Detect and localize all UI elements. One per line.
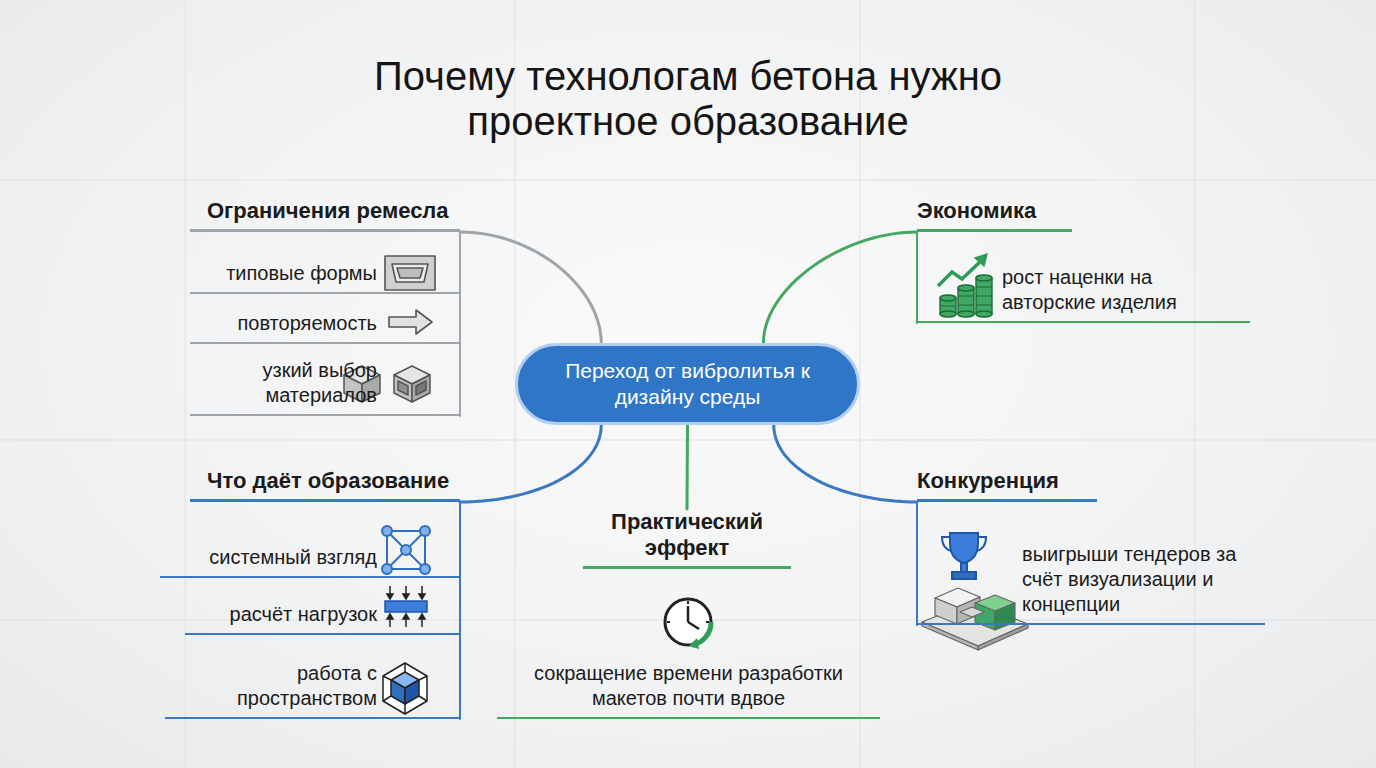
clock-icon — [665, 599, 711, 649]
item-text: системный взгляд — [170, 545, 377, 570]
heading-text: Экономика — [917, 198, 1068, 224]
trophy-icon — [942, 533, 986, 579]
buildings-icon — [922, 588, 1028, 650]
branch-item: повторяемость — [190, 307, 460, 344]
branch-connector — [763, 232, 917, 343]
diagram-title: Почему технологам бетона нужно проектное… — [368, 54, 1008, 144]
branch-item: сокращение времени разработки макетов по… — [497, 657, 880, 719]
item-text: рост наценки на авторские изделия — [1002, 265, 1242, 315]
branch-item: узкий выбор материалов — [190, 354, 460, 416]
item-text: работа с пространством — [175, 661, 377, 711]
branch-connector — [774, 425, 917, 502]
branch-connector — [686, 425, 690, 509]
branch-connector — [460, 232, 601, 343]
branch-heading: Практический эффект — [583, 509, 791, 569]
item-text: повторяемость — [200, 311, 377, 336]
heading-text: Практический эффект — [587, 509, 787, 561]
topic-text: Переход от вибролитья к дизайну среды — [542, 358, 833, 410]
branch-item: типовые формы — [190, 257, 460, 294]
branch-heading: Экономика — [917, 198, 1072, 232]
branch-item: работа с пространством — [165, 657, 460, 719]
branch-item: рост наценки на авторские изделия — [917, 261, 1250, 323]
branch-connector — [460, 425, 601, 502]
branch-heading: Что даёт образование — [190, 468, 460, 502]
item-text: сокращение времени разработки макетов по… — [505, 661, 872, 711]
item-text: выигрыши тендеров за счёт визуализации и… — [1022, 542, 1257, 617]
branch-heading: Конкуренция — [917, 468, 1097, 502]
item-text: расчёт нагрузок — [195, 602, 377, 627]
system-icon — [382, 526, 430, 574]
branch-connector — [459, 502, 461, 719]
branch-item: системный взгляд — [160, 541, 460, 578]
load-icon — [385, 586, 427, 627]
repeat-arrow-icon — [389, 310, 432, 334]
heading-text: Ограничения ремесла — [207, 198, 456, 224]
mold-icon — [385, 256, 435, 290]
branch-heading: Ограничения ремесла — [190, 198, 460, 232]
branch-item: выигрыши тендеров за счёт визуализации и… — [917, 538, 1265, 625]
growth-icon — [938, 254, 992, 317]
item-text: узкий выбор материалов — [210, 358, 377, 408]
heading-text: Что даёт образование — [207, 468, 456, 494]
heading-text: Конкуренция — [917, 468, 1093, 494]
branch-connector — [459, 232, 461, 416]
space-icon — [383, 663, 427, 714]
branch-item: расчёт нагрузок — [185, 598, 460, 635]
item-text: типовые формы — [200, 261, 377, 286]
central-topic: Переход от вибролитья к дизайну среды — [515, 343, 860, 425]
title-wrap: Почему технологам бетона нужно проектное… — [0, 54, 1376, 144]
